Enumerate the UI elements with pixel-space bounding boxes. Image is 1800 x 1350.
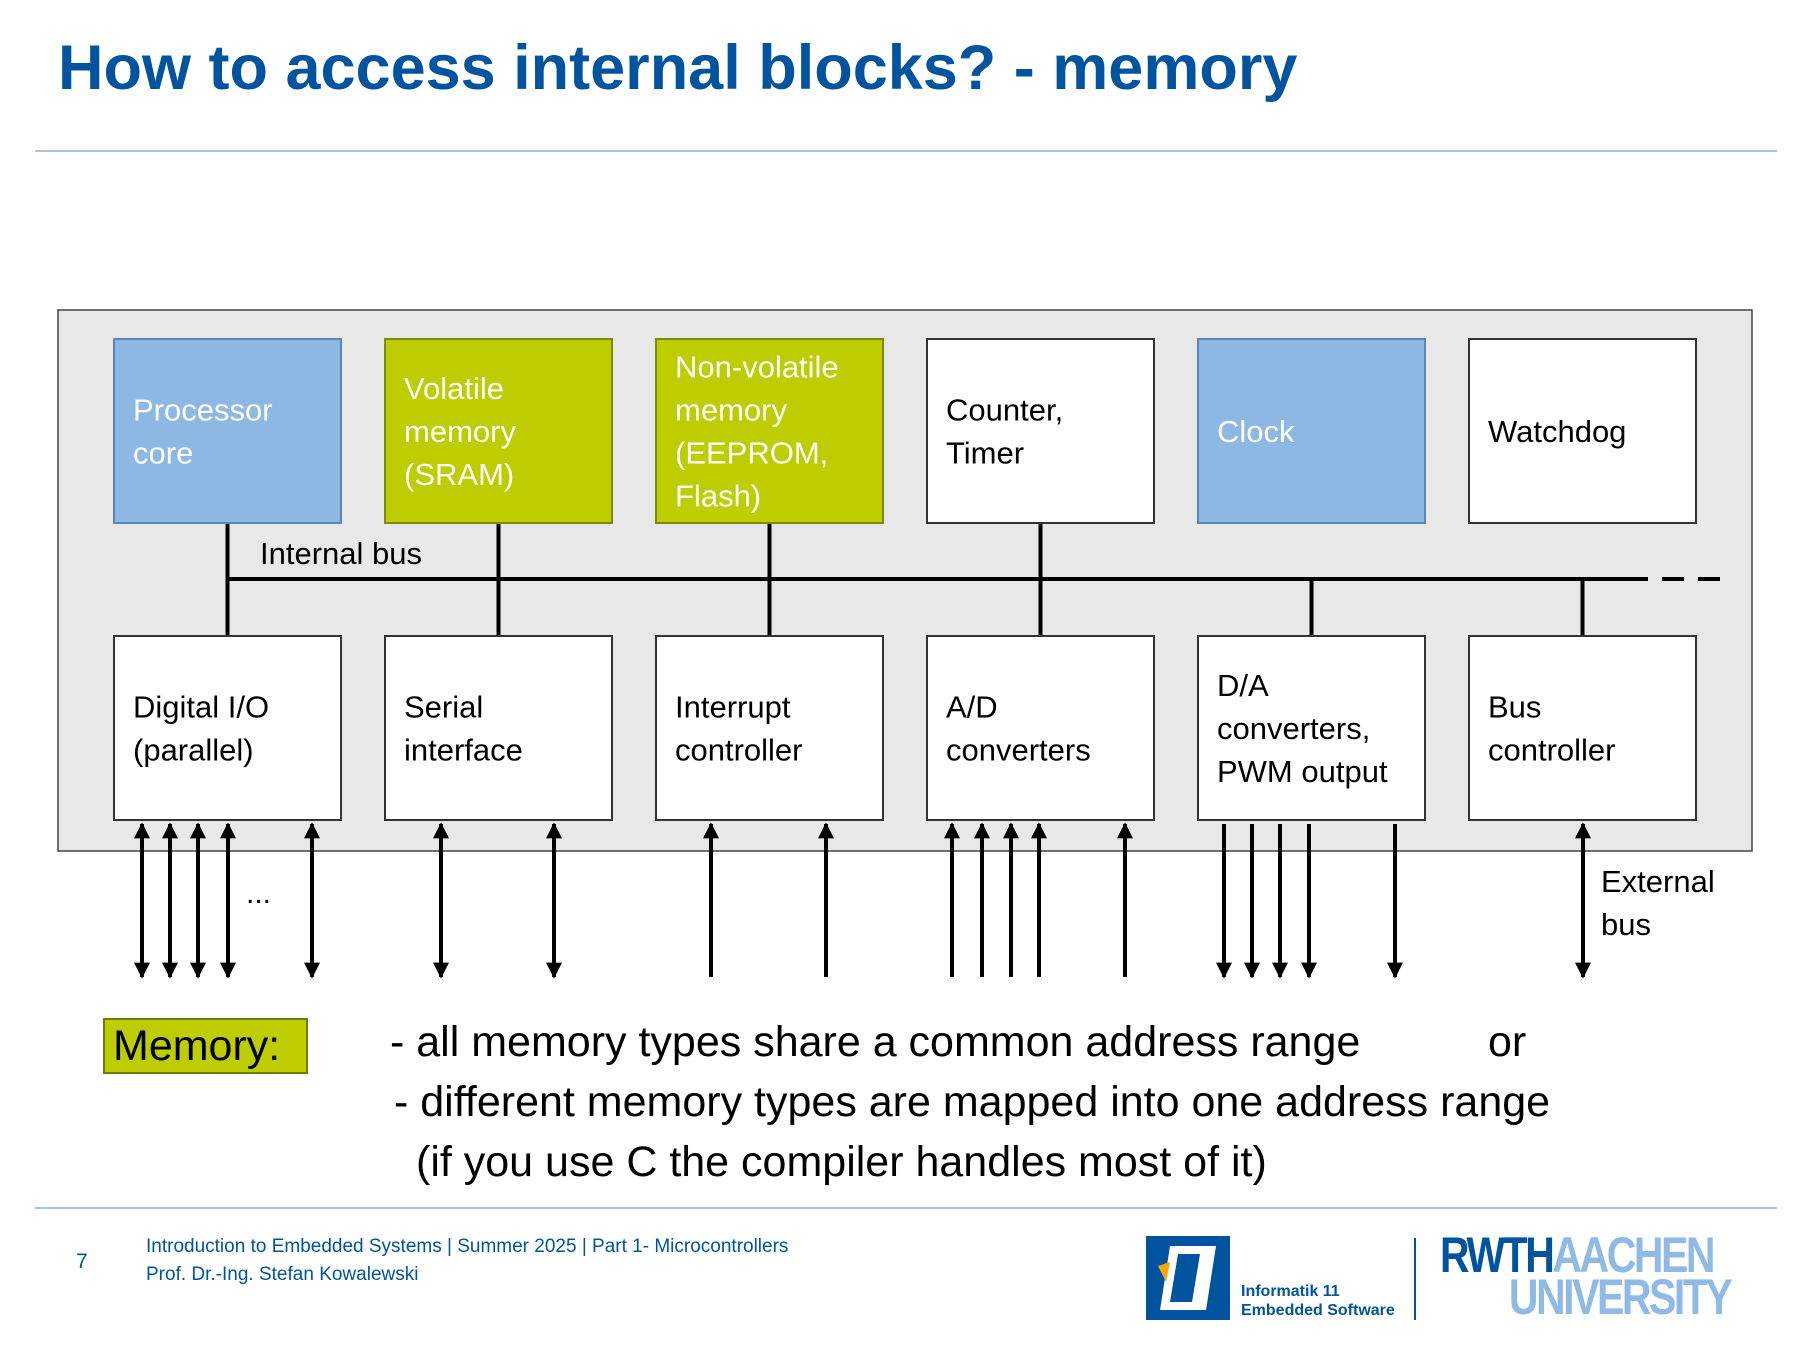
top-block: Processor core — [113, 338, 342, 524]
top-block-box — [384, 338, 613, 524]
page-number: 7 — [76, 1250, 88, 1273]
top-block-box — [1468, 338, 1697, 524]
block-layer: Processor core Volatile memory (SRAM) Non-vol… — [113, 338, 1697, 821]
bottom-block-label-line: D/A — [1217, 668, 1269, 703]
bottom-block-label-line: controller — [675, 733, 803, 768]
top-block-label-line: Counter, — [946, 393, 1063, 428]
bottom-block-label: Interrupt controller — [675, 690, 803, 768]
bottom-block-box — [655, 635, 884, 821]
top-block-label-line: core — [133, 436, 193, 471]
top-block: Clock — [1197, 338, 1426, 524]
top-block-label: Processor core — [133, 393, 273, 471]
bottom-block-box — [1197, 635, 1426, 821]
top-block-box — [926, 338, 1155, 524]
bottom-block-label-line: A/D — [946, 690, 998, 725]
external-bus-label-line: bus — [1601, 907, 1651, 942]
top-block-label: Volatile memory (SRAM) — [404, 371, 516, 492]
top-block-label: Counter, Timer — [946, 393, 1063, 471]
bottom-block-box — [926, 635, 1155, 821]
top-block-label-line: (EEPROM, — [675, 436, 828, 471]
bottom-block-label-line: Bus — [1488, 690, 1541, 725]
bottom-block-label-line: interface — [404, 733, 523, 768]
external-bus-label: External bus — [1601, 864, 1723, 942]
top-block-label-line: Watchdog — [1488, 414, 1626, 449]
informatik-11-logo-icon — [1146, 1236, 1230, 1320]
bottom-block-label: Serial interface — [404, 690, 523, 768]
top-block-box — [655, 338, 884, 524]
top-block-label-line: Flash) — [675, 479, 761, 514]
top-block-label: Non-volatile memory (EEPROM, Flash) — [675, 350, 839, 514]
top-block-box — [113, 338, 342, 524]
bottom-block-label-line: converters — [946, 733, 1091, 768]
ellipsis-label: ... — [246, 877, 271, 910]
bottom-block: A/D converters — [926, 635, 1155, 821]
logo-i11-line: Informatik 11 — [1241, 1283, 1340, 1300]
logo-separator — [1414, 1238, 1416, 1320]
external-bus-label-line: External — [1601, 864, 1715, 899]
top-block-label-line: Timer — [946, 436, 1024, 471]
rwth-logo-part: RWTH — [1440, 1227, 1555, 1283]
footer-author: Prof. Dr.-Ing. Stefan Kowalewski — [146, 1264, 419, 1285]
bottom-block-box — [384, 635, 613, 821]
internal-bus-label: Internal bus — [260, 536, 422, 571]
bottom-block-label-line: Interrupt — [675, 690, 791, 725]
top-block-label-line: memory — [404, 414, 516, 449]
rwth-logo-part: AACHEN — [1552, 1227, 1715, 1283]
bottom-block-label: A/D converters — [946, 690, 1091, 768]
memory-line-2: - different memory types are mapped into… — [394, 1078, 1551, 1126]
top-block-label-line: Clock — [1217, 414, 1295, 449]
bottom-block: Bus controller — [1468, 635, 1697, 821]
top-block: Volatile memory (SRAM) — [384, 338, 613, 524]
top-block-label-line: memory — [675, 393, 787, 428]
top-block: Non-volatile memory (EEPROM, Flash) — [655, 338, 884, 524]
bottom-block: Digital I/O (parallel) — [113, 635, 342, 821]
memory-line-1: - all memory types share a common addres… — [390, 1018, 1361, 1066]
bottom-block: D/A converters, PWM output — [1197, 635, 1426, 821]
bottom-block-label-line: PWM output — [1217, 754, 1388, 789]
bottom-block-box — [1468, 635, 1697, 821]
footer-divider — [35, 1207, 1777, 1209]
top-block-label-line: (SRAM) — [404, 457, 514, 492]
bottom-block-box — [113, 635, 342, 821]
logo-i11-line: Embedded Software — [1241, 1302, 1395, 1319]
title-divider — [35, 150, 1777, 152]
bottom-block-label-line: Digital I/O — [133, 690, 269, 725]
bottom-block-label-line: controller — [1488, 733, 1616, 768]
bottom-block-label-line: converters, — [1217, 711, 1370, 746]
bottom-block-label: D/A converters, PWM output — [1217, 668, 1388, 789]
top-block: Counter, Timer — [926, 338, 1155, 524]
memory-label: Memory: — [103, 1018, 308, 1074]
top-block-label-line: Processor — [133, 393, 273, 428]
rwth-logo-part: UNIVERSITY — [1508, 1269, 1733, 1325]
bottom-block-label: Bus controller — [1488, 690, 1616, 768]
top-block-label-line: Non-volatile — [675, 350, 839, 385]
top-block: Watchdog — [1468, 338, 1697, 524]
rwth-logo: RWTHAACHEN UNIVERSITY — [1440, 1230, 1733, 1325]
top-block-label-line: Volatile — [404, 371, 504, 406]
memory-line-1-or: or — [1488, 1018, 1527, 1066]
top-block-box — [1197, 338, 1426, 524]
top-block-label: Watchdog — [1488, 414, 1626, 449]
bottom-block-label-line: (parallel) — [133, 733, 254, 768]
bottom-block: Serial interface — [384, 635, 613, 821]
pin-layer — [134, 822, 1591, 979]
top-block-label: Clock — [1217, 414, 1295, 449]
bottom-block-label: Digital I/O (parallel) — [133, 690, 269, 768]
memory-line-3: (if you use C the compiler handles most … — [416, 1138, 1267, 1186]
bottom-block: Interrupt controller — [655, 635, 884, 821]
footer-course: Introduction to Embedded Systems | Summe… — [146, 1236, 789, 1257]
bottom-block-label-line: Serial — [404, 690, 483, 725]
bus-layer — [225, 523, 1726, 636]
page-title: How to access internal blocks? - memory — [58, 33, 1298, 103]
